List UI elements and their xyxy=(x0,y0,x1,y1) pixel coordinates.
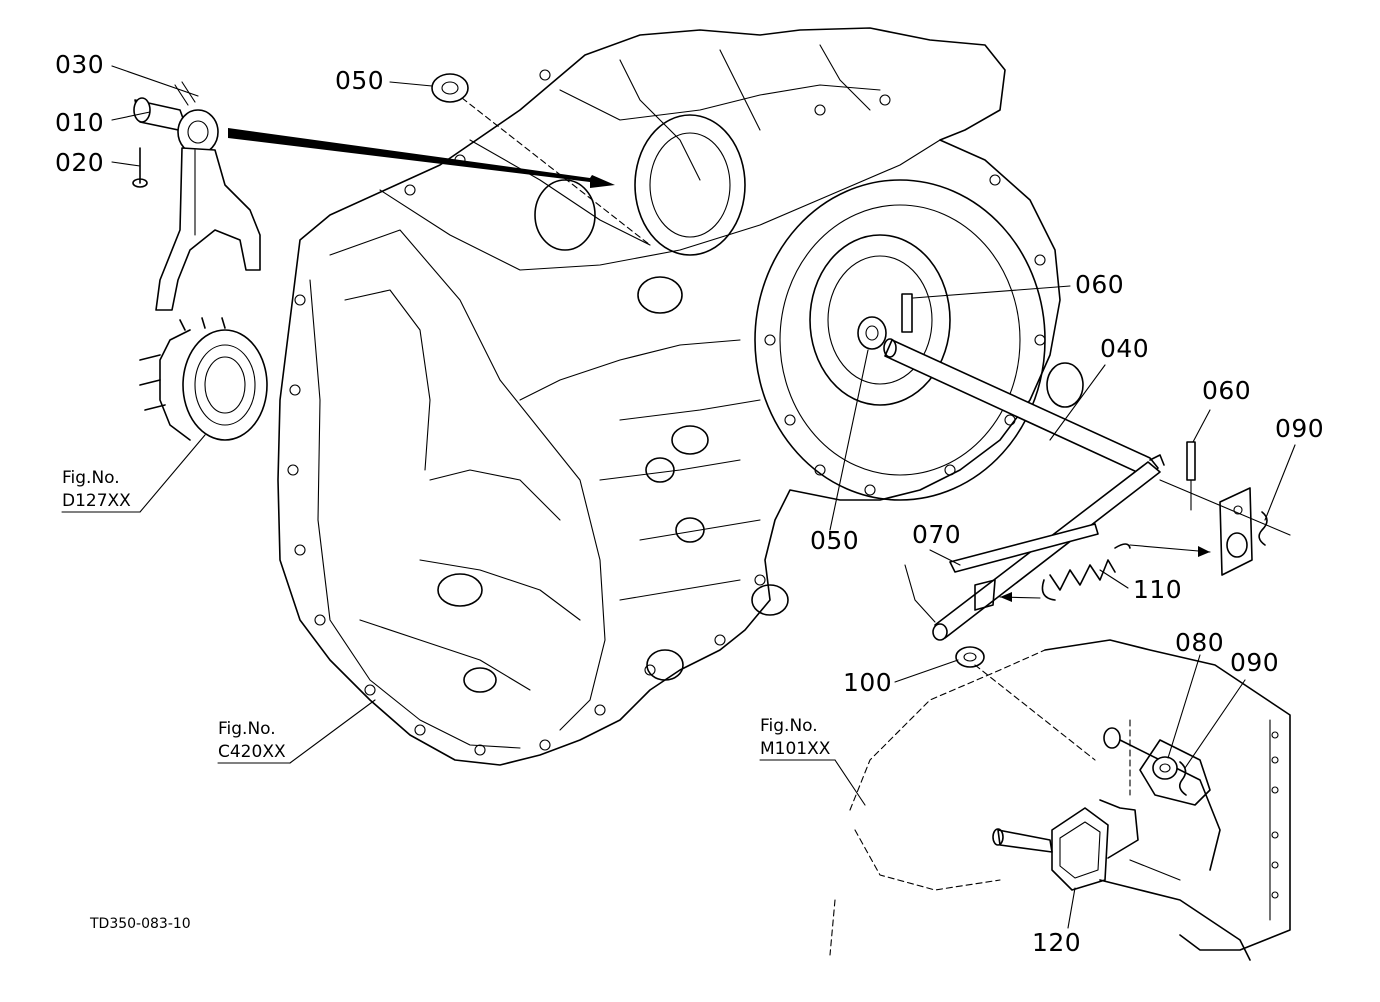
pedal-frame-drawing xyxy=(829,639,1291,961)
part-label-090-top: 090 xyxy=(1275,414,1325,443)
fig-ref-code-m101: M101XX xyxy=(760,739,831,759)
part-label-010: 010 xyxy=(55,108,105,137)
fig-ref-title-c420: Fig.No. xyxy=(218,719,276,739)
bushing-100-drawing xyxy=(955,646,1096,761)
shift-fork-drawing xyxy=(132,81,261,311)
assembly-arrow xyxy=(228,128,615,188)
shaft-040-drawing xyxy=(857,293,1291,641)
transmission-case-drawing xyxy=(277,27,1084,766)
part-label-090-lower: 090 xyxy=(1230,648,1280,677)
fig-ref-code-d127: D127XX xyxy=(62,491,131,511)
part-label-110: 110 xyxy=(1133,575,1183,604)
fig-ref-title-d127: Fig.No. xyxy=(62,468,120,488)
fig-ref-code-c420: C420XX xyxy=(218,742,286,762)
hub-assembly-drawing xyxy=(139,317,268,441)
part-label-060-top: 060 xyxy=(1075,270,1125,299)
rod-070-drawing xyxy=(904,523,1211,623)
part-label-070: 070 xyxy=(912,520,962,549)
part-label-120: 120 xyxy=(1032,928,1082,957)
fig-ref-title-m101: Fig.No. xyxy=(760,716,818,736)
part-label-050-lower: 050 xyxy=(810,526,860,555)
part-label-100: 100 xyxy=(843,668,893,697)
part-label-020: 020 xyxy=(55,148,105,177)
part-label-080: 080 xyxy=(1175,628,1225,657)
part-label-050-top: 050 xyxy=(335,66,385,95)
drawing-id: TD350-083-10 xyxy=(90,916,191,932)
part-label-030: 030 xyxy=(55,50,105,79)
leader-lines xyxy=(61,65,1296,929)
part-label-040: 040 xyxy=(1100,334,1150,363)
bearing-050-top xyxy=(431,73,651,246)
part-label-060-right: 060 xyxy=(1202,376,1252,405)
